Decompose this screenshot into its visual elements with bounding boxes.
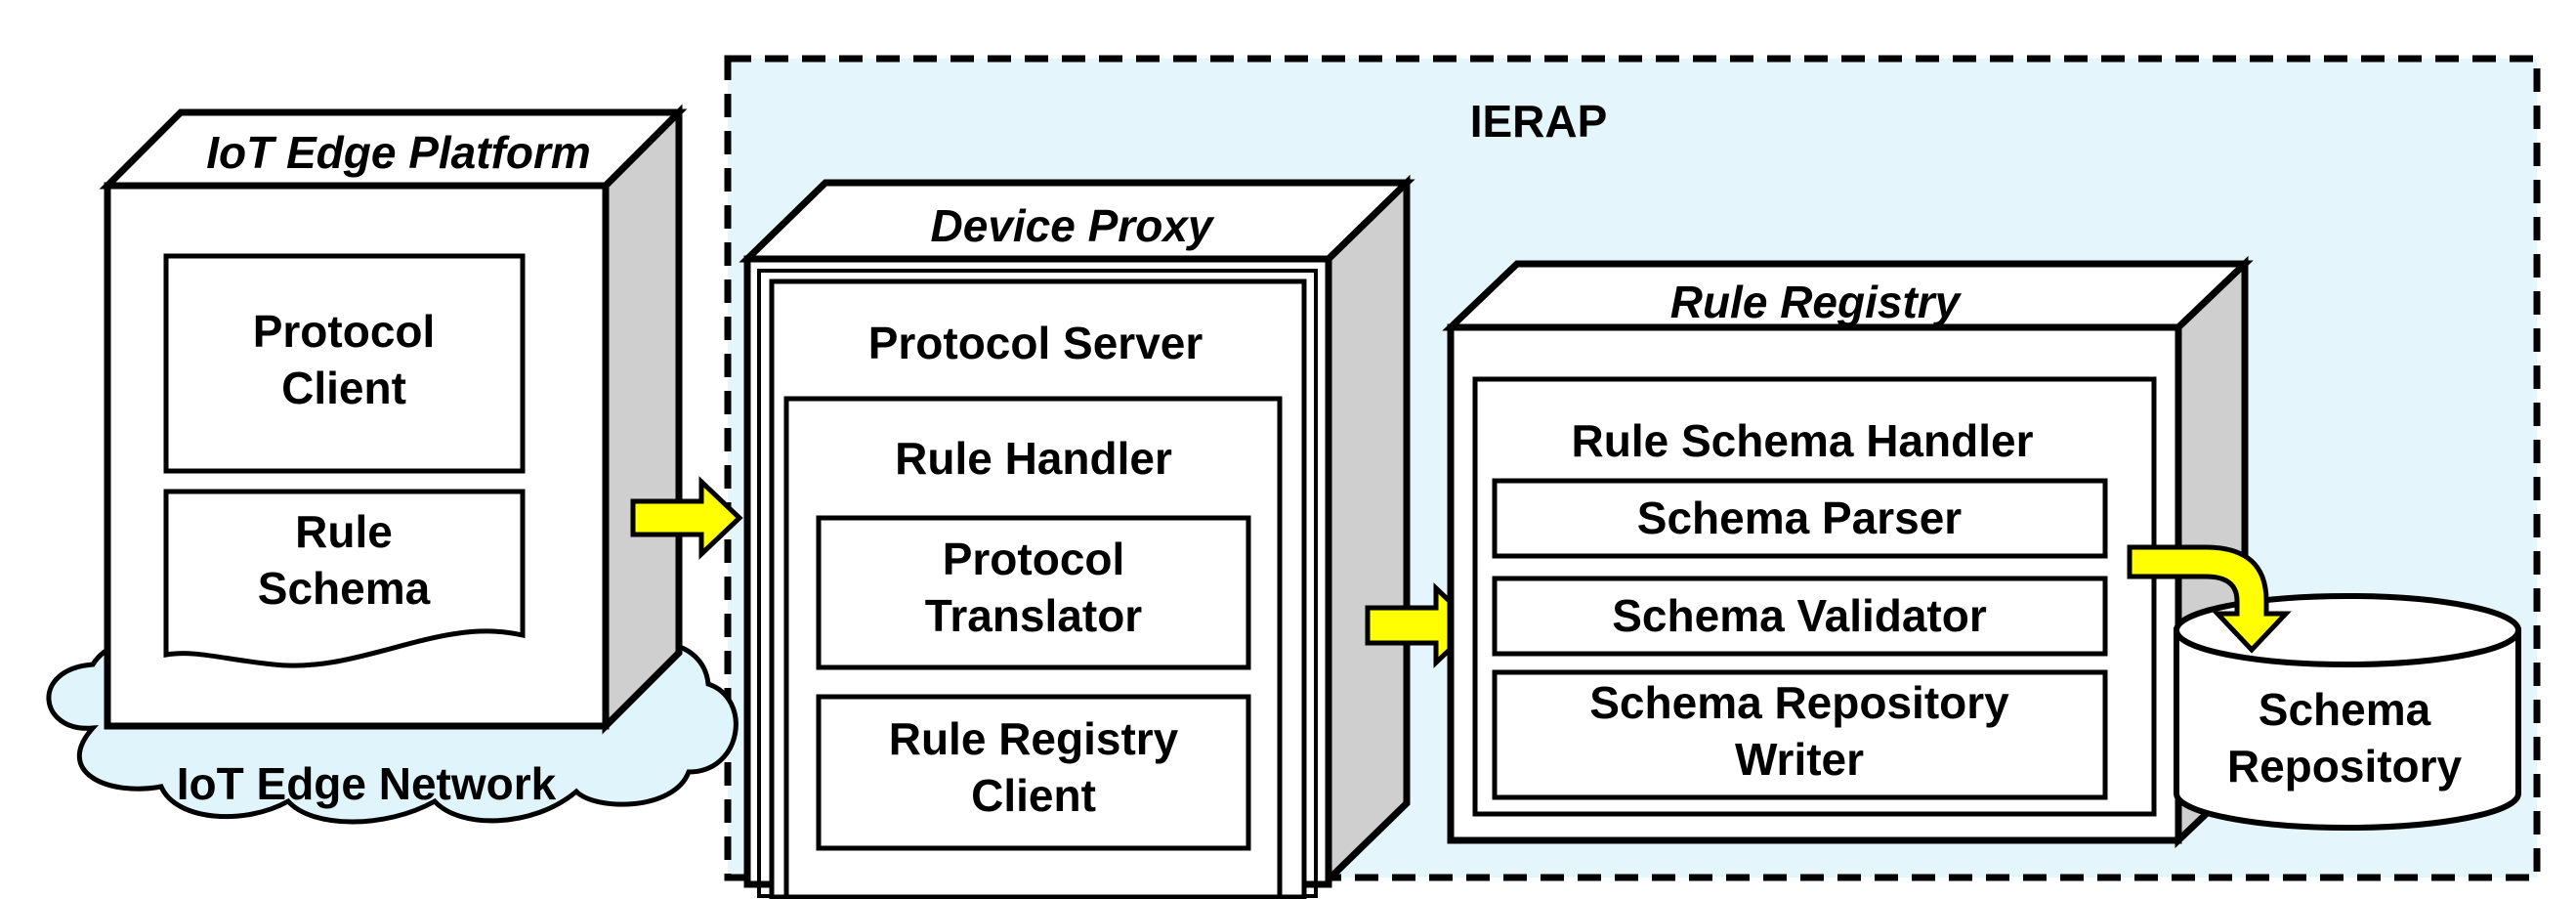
ierap-label: IERAP xyxy=(1470,96,1608,147)
protocol-translator-box xyxy=(816,515,1251,670)
schema-repository-writer-box xyxy=(1492,669,2108,800)
rule-schema-handler-label: Rule Schema Handler xyxy=(1572,415,2034,466)
platform-title: IoT Edge Platform xyxy=(206,127,591,178)
arrow-registry-to-repository xyxy=(2127,544,2292,654)
repository-cylinder-top xyxy=(2174,593,2521,667)
schema-parser-label: Schema Parser xyxy=(1637,492,1963,543)
rule-registry-client-box xyxy=(816,694,1251,851)
proxy-side-face xyxy=(1325,174,1411,888)
registry-title: Rule Registry xyxy=(1670,277,1963,327)
rule-registry: Rule Registry Rule Schema Handler Schema… xyxy=(1442,255,2254,849)
schema-validator-box xyxy=(1492,576,2108,657)
schema-validator-label: Schema Validator xyxy=(1612,590,1987,641)
protocol-client-box xyxy=(163,253,526,474)
device-proxy: Device Proxy Protocol Server Rule Handle… xyxy=(739,174,1415,899)
protocol-server-label: Protocol Server xyxy=(868,318,1204,368)
schema-parser-box xyxy=(1492,478,2108,559)
repository-cylinder-body xyxy=(2174,627,2521,831)
rule-handler-label: Rule Handler xyxy=(895,433,1172,484)
rule-schema-document xyxy=(163,489,526,668)
platform-side-face xyxy=(602,104,683,735)
arrow-platform-to-proxy xyxy=(630,476,743,560)
proxy-title: Device Proxy xyxy=(931,200,1215,251)
iot-edge-network-label: IoT Edge Network xyxy=(177,758,557,809)
